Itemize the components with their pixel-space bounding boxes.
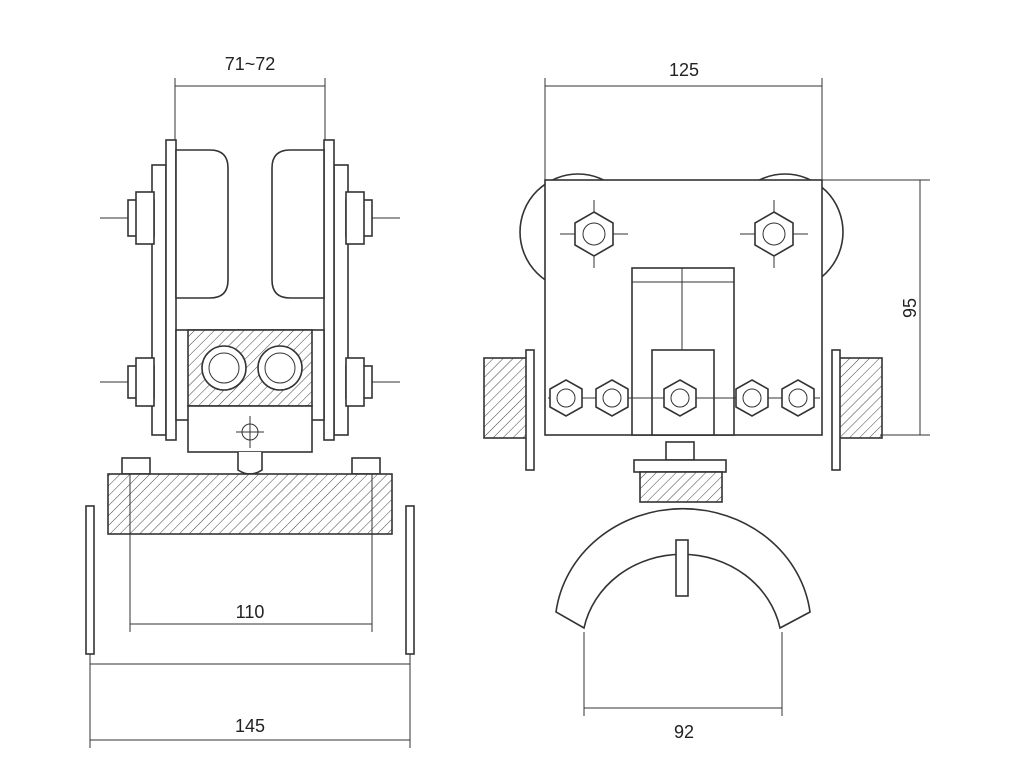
dimension-wheel-span: 125 <box>544 60 823 180</box>
dimension-top-width: 71~72 <box>174 54 326 140</box>
flange-left <box>85 505 95 655</box>
wheel-bolt-left <box>560 200 628 268</box>
center-bracket <box>631 267 735 436</box>
side-block-right <box>837 357 883 439</box>
base-plate <box>107 473 393 535</box>
bolt-lower-right <box>345 357 400 407</box>
bolt-row <box>548 379 820 417</box>
base-nut-right <box>351 457 381 475</box>
dimension-bolt-spacing: 110 <box>129 474 373 632</box>
wheel-bolt-right <box>740 200 808 268</box>
bolt-upper-left <box>100 191 155 245</box>
base-nut-left <box>121 457 151 475</box>
arc-clamp <box>555 507 811 630</box>
side-plate-left <box>151 139 229 441</box>
dimension-label-top-width: 71~72 <box>225 54 276 74</box>
dimension-label-clamp-width: 92 <box>674 722 694 742</box>
dimension-height: 95 <box>822 179 930 436</box>
front-view: 71~72 <box>85 54 415 748</box>
dimension-label-overall-width: 145 <box>235 716 265 736</box>
bolt-lower-left <box>100 357 155 407</box>
hanger-plate <box>633 441 727 503</box>
bolt-upper-right <box>345 191 400 245</box>
dimension-overall-width: 145 <box>89 654 411 748</box>
side-plate-right <box>271 139 349 441</box>
center-clamp-block <box>175 329 325 475</box>
dimension-label-height: 95 <box>900 298 920 318</box>
side-flange-left <box>525 349 535 471</box>
dimension-label-bolt-spacing: 110 <box>236 602 265 622</box>
flange-right <box>405 505 415 655</box>
side-flange-right <box>831 349 841 471</box>
side-block-left <box>483 357 529 439</box>
dimension-label-wheel-span: 125 <box>669 60 699 80</box>
side-view: 125 <box>483 60 930 742</box>
dimension-clamp-width: 92 <box>583 632 783 742</box>
